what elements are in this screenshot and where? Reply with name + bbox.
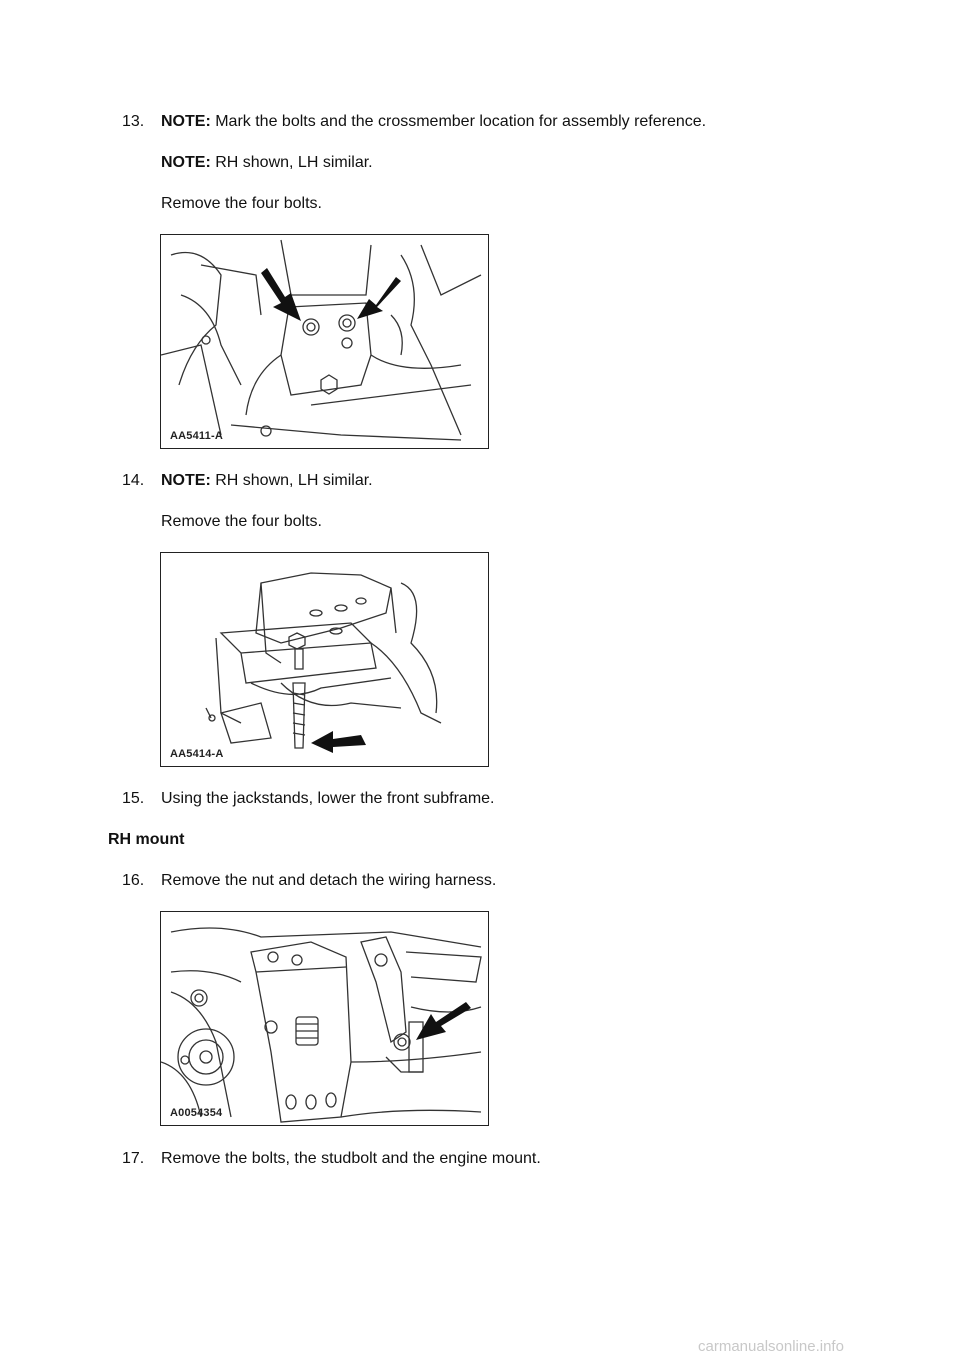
note-text: Mark the bolts and the crossmember locat… — [210, 113, 707, 130]
step-13-number: 13. — [122, 113, 145, 130]
step-15-text: Using the jackstands, lower the front su… — [161, 790, 495, 807]
figure-label: AA5414-A — [170, 748, 224, 760]
figure-aa5414-a-illustration — [205, 572, 442, 753]
figure-a0054354-illustration — [161, 927, 482, 1123]
step-14-note: NOTE: RH shown, LH similar. — [161, 471, 373, 491]
note-text: RH shown, LH similar. — [210, 154, 373, 171]
section-heading: RH mount — [108, 831, 185, 848]
step-16-text: Remove the nut and detach the wiring har… — [161, 872, 497, 889]
note-label: NOTE: — [161, 472, 211, 489]
figure-label: AA5411-A — [170, 430, 223, 442]
figure-label: A0054354 — [170, 1107, 223, 1119]
step-13-note-2: NOTE: RH shown, LH similar. — [161, 153, 373, 173]
step-13-action: Remove the four bolts. — [161, 195, 322, 212]
figure-aa5411-a-illustration — [161, 239, 482, 441]
note-label: NOTE: — [161, 154, 211, 171]
note-text: RH shown, LH similar. — [210, 472, 373, 489]
step-17-number: 17. — [122, 1150, 145, 1167]
step-14-action: Remove the four bolts. — [161, 513, 322, 530]
figure-aa5414-a: AA5414-A — [160, 552, 489, 767]
figure-a0054354: A0054354 — [160, 911, 489, 1126]
step-15-number: 15. — [122, 790, 145, 807]
figure-aa5411-a: AA5411-A — [160, 234, 489, 449]
step-17-text: Remove the bolts, the studbolt and the e… — [161, 1150, 541, 1167]
watermark: carmanualsonline.info — [698, 1338, 844, 1355]
step-14-number: 14. — [122, 472, 145, 489]
note-label: NOTE: — [161, 113, 211, 130]
step-16-number: 16. — [122, 872, 145, 889]
step-13-note-1: NOTE: Mark the bolts and the crossmember… — [161, 112, 706, 132]
